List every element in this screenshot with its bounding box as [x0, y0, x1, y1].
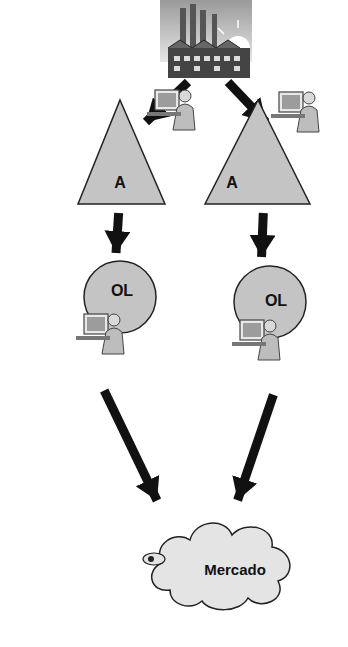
triangle-node: A [203, 82, 313, 208]
node-label: A [215, 174, 249, 192]
flow-arrow [104, 391, 157, 501]
circle-node: OL [212, 262, 317, 390]
node-outline [203, 82, 313, 208]
person-icon [147, 90, 195, 130]
cloud-node: Mercado [140, 505, 300, 615]
node-label: OL [102, 282, 142, 300]
flow-arrow [238, 395, 274, 501]
node-outline [212, 262, 317, 390]
flow-arrow [262, 213, 264, 257]
node-outline [75, 82, 185, 208]
factory-icon [160, 0, 262, 78]
node-label: Mercado [185, 562, 285, 579]
circle-node: OL [60, 258, 165, 386]
node-outline [60, 258, 165, 386]
person-icon [76, 314, 124, 354]
person-icon [232, 320, 280, 360]
flow-arrow [116, 213, 119, 253]
person-icon [271, 92, 319, 132]
node-label: A [103, 174, 137, 192]
eye-icon [143, 553, 165, 565]
triangle-node: A [75, 82, 185, 208]
node-label: OL [256, 292, 296, 310]
node-outline [140, 505, 300, 615]
